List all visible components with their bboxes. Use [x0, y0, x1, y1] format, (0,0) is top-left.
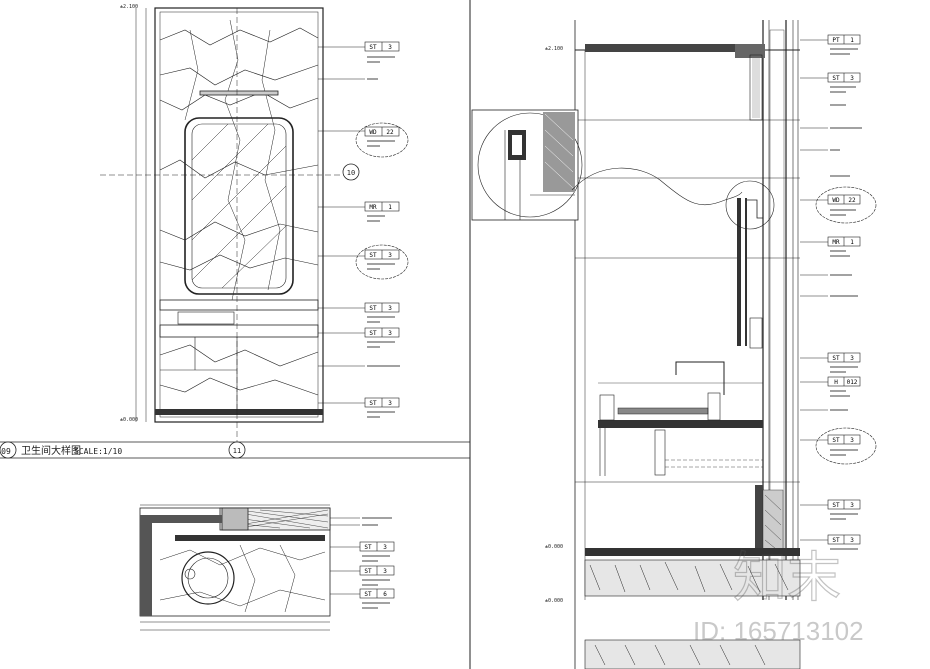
- right-level-top: ±2.100: [545, 46, 563, 52]
- section-marker-10: 10: [342, 163, 360, 181]
- left-tag-3-code: ST: [369, 252, 377, 259]
- section-number: 09: [1, 447, 11, 456]
- left-tag-4-num: 3: [388, 305, 392, 312]
- plan-tag-2-code: ST: [364, 591, 372, 598]
- left-tag-4: ST 3: [364, 302, 400, 313]
- left-tag-notes: [367, 56, 400, 418]
- right-tag-6-num: 3: [850, 437, 854, 444]
- right-tag-0-num: 1: [850, 37, 854, 44]
- watermark: 知末 ID: 165713102: [693, 547, 864, 646]
- left-tag-0-num: 3: [388, 44, 392, 51]
- right-tag-1-code: ST: [832, 75, 840, 82]
- left-tag-3-num: 3: [388, 252, 392, 259]
- right-tag-3: MR 1: [827, 236, 861, 247]
- right-tag-5-code: H: [834, 379, 838, 386]
- right-level-bottom: ±0.000: [545, 598, 563, 604]
- plan-tag-notes: [362, 517, 392, 609]
- right-tag-0: PT 1: [827, 34, 861, 45]
- plan-tag-0-code: ST: [364, 544, 372, 551]
- right-level-mid: ±0.000: [545, 544, 563, 550]
- right-tag-2-code: WD: [832, 197, 840, 204]
- plan-tag-1: ST 3: [359, 565, 395, 576]
- left-tag-5-code: ST: [369, 330, 377, 337]
- plan-view: [139, 504, 360, 631]
- watermark-logo: 知末: [733, 548, 841, 608]
- left-tag-1-num: 22: [386, 129, 394, 136]
- right-tag-4: ST 3: [827, 352, 861, 363]
- section-marker-10-label: 10: [347, 169, 355, 177]
- right-tag-2-num: 22: [848, 197, 856, 204]
- right-tag-5: H 012: [827, 376, 861, 387]
- drawing-title: 卫生间大样图: [21, 444, 81, 457]
- left-tag-3: ST 3: [355, 244, 409, 280]
- title-block: 09 卫生间大样图 SCALE:1/10 11: [0, 441, 246, 459]
- left-tag-2-num: 1: [388, 204, 392, 211]
- right-tag-7-code: ST: [832, 502, 840, 509]
- plan-tag-2: ST 6: [359, 588, 395, 599]
- plan-tag-0: ST 3: [359, 541, 395, 552]
- left-elevation: [100, 7, 365, 455]
- right-tag-3-num: 1: [850, 239, 854, 246]
- right-tag-4-num: 3: [850, 355, 854, 362]
- watermark-id: ID: 165713102: [693, 616, 864, 646]
- right-tag-0-code: PT: [832, 37, 840, 44]
- drawing-scale: SCALE:1/10: [74, 447, 122, 456]
- right-tag-3-code: MR: [832, 239, 840, 246]
- left-tag-2-code: MR: [369, 204, 377, 211]
- left-tag-0-code: ST: [369, 44, 377, 51]
- plan-tag-0-num: 3: [383, 544, 387, 551]
- right-tag-7: ST 3: [827, 499, 861, 510]
- left-tag-6-code: ST: [369, 400, 377, 407]
- section-marker-11: 11: [233, 447, 241, 455]
- right-tag-8-code: ST: [832, 537, 840, 544]
- left-tag-6-num: 3: [388, 400, 392, 407]
- left-level-bottom: ±0.000: [120, 417, 138, 423]
- left-tag-1-code: WD: [369, 129, 377, 136]
- left-tag-4-code: ST: [369, 305, 377, 312]
- left-tag-2: MR 1: [364, 201, 400, 212]
- plan-tag-2-num: 6: [383, 591, 387, 598]
- plan-tags: ST 3 ST 3 ST 6: [359, 517, 395, 609]
- plan-tag-1-code: ST: [364, 568, 372, 575]
- right-tag-8-num: 3: [850, 537, 854, 544]
- right-tags: PT 1 ST 3 WD 22 MR 1 ST 3: [815, 34, 877, 550]
- detail-callout: [471, 109, 775, 230]
- plan-tag-1-num: 3: [383, 568, 387, 575]
- left-tag-5: ST 3: [364, 327, 400, 338]
- left-tag-6: ST 3: [364, 397, 400, 408]
- left-tag-5-num: 3: [388, 330, 392, 337]
- left-level-top: ±2.100: [120, 4, 138, 10]
- right-tag-4-code: ST: [832, 355, 840, 362]
- right-tag-7-num: 3: [850, 502, 854, 509]
- right-tag-1-num: 3: [850, 75, 854, 82]
- left-tag-0: ST 3: [364, 41, 400, 52]
- left-tag-1: WD 22: [355, 122, 409, 158]
- right-tag-1: ST 3: [827, 72, 861, 83]
- right-tag-notes: [830, 48, 862, 550]
- right-tag-8: ST 3: [827, 534, 861, 545]
- right-section: [574, 20, 828, 669]
- right-tag-2: WD 22: [815, 186, 877, 224]
- right-tag-6: ST 3: [815, 427, 877, 465]
- right-tag-5-num: 012: [847, 379, 858, 386]
- right-tag-6-code: ST: [832, 437, 840, 444]
